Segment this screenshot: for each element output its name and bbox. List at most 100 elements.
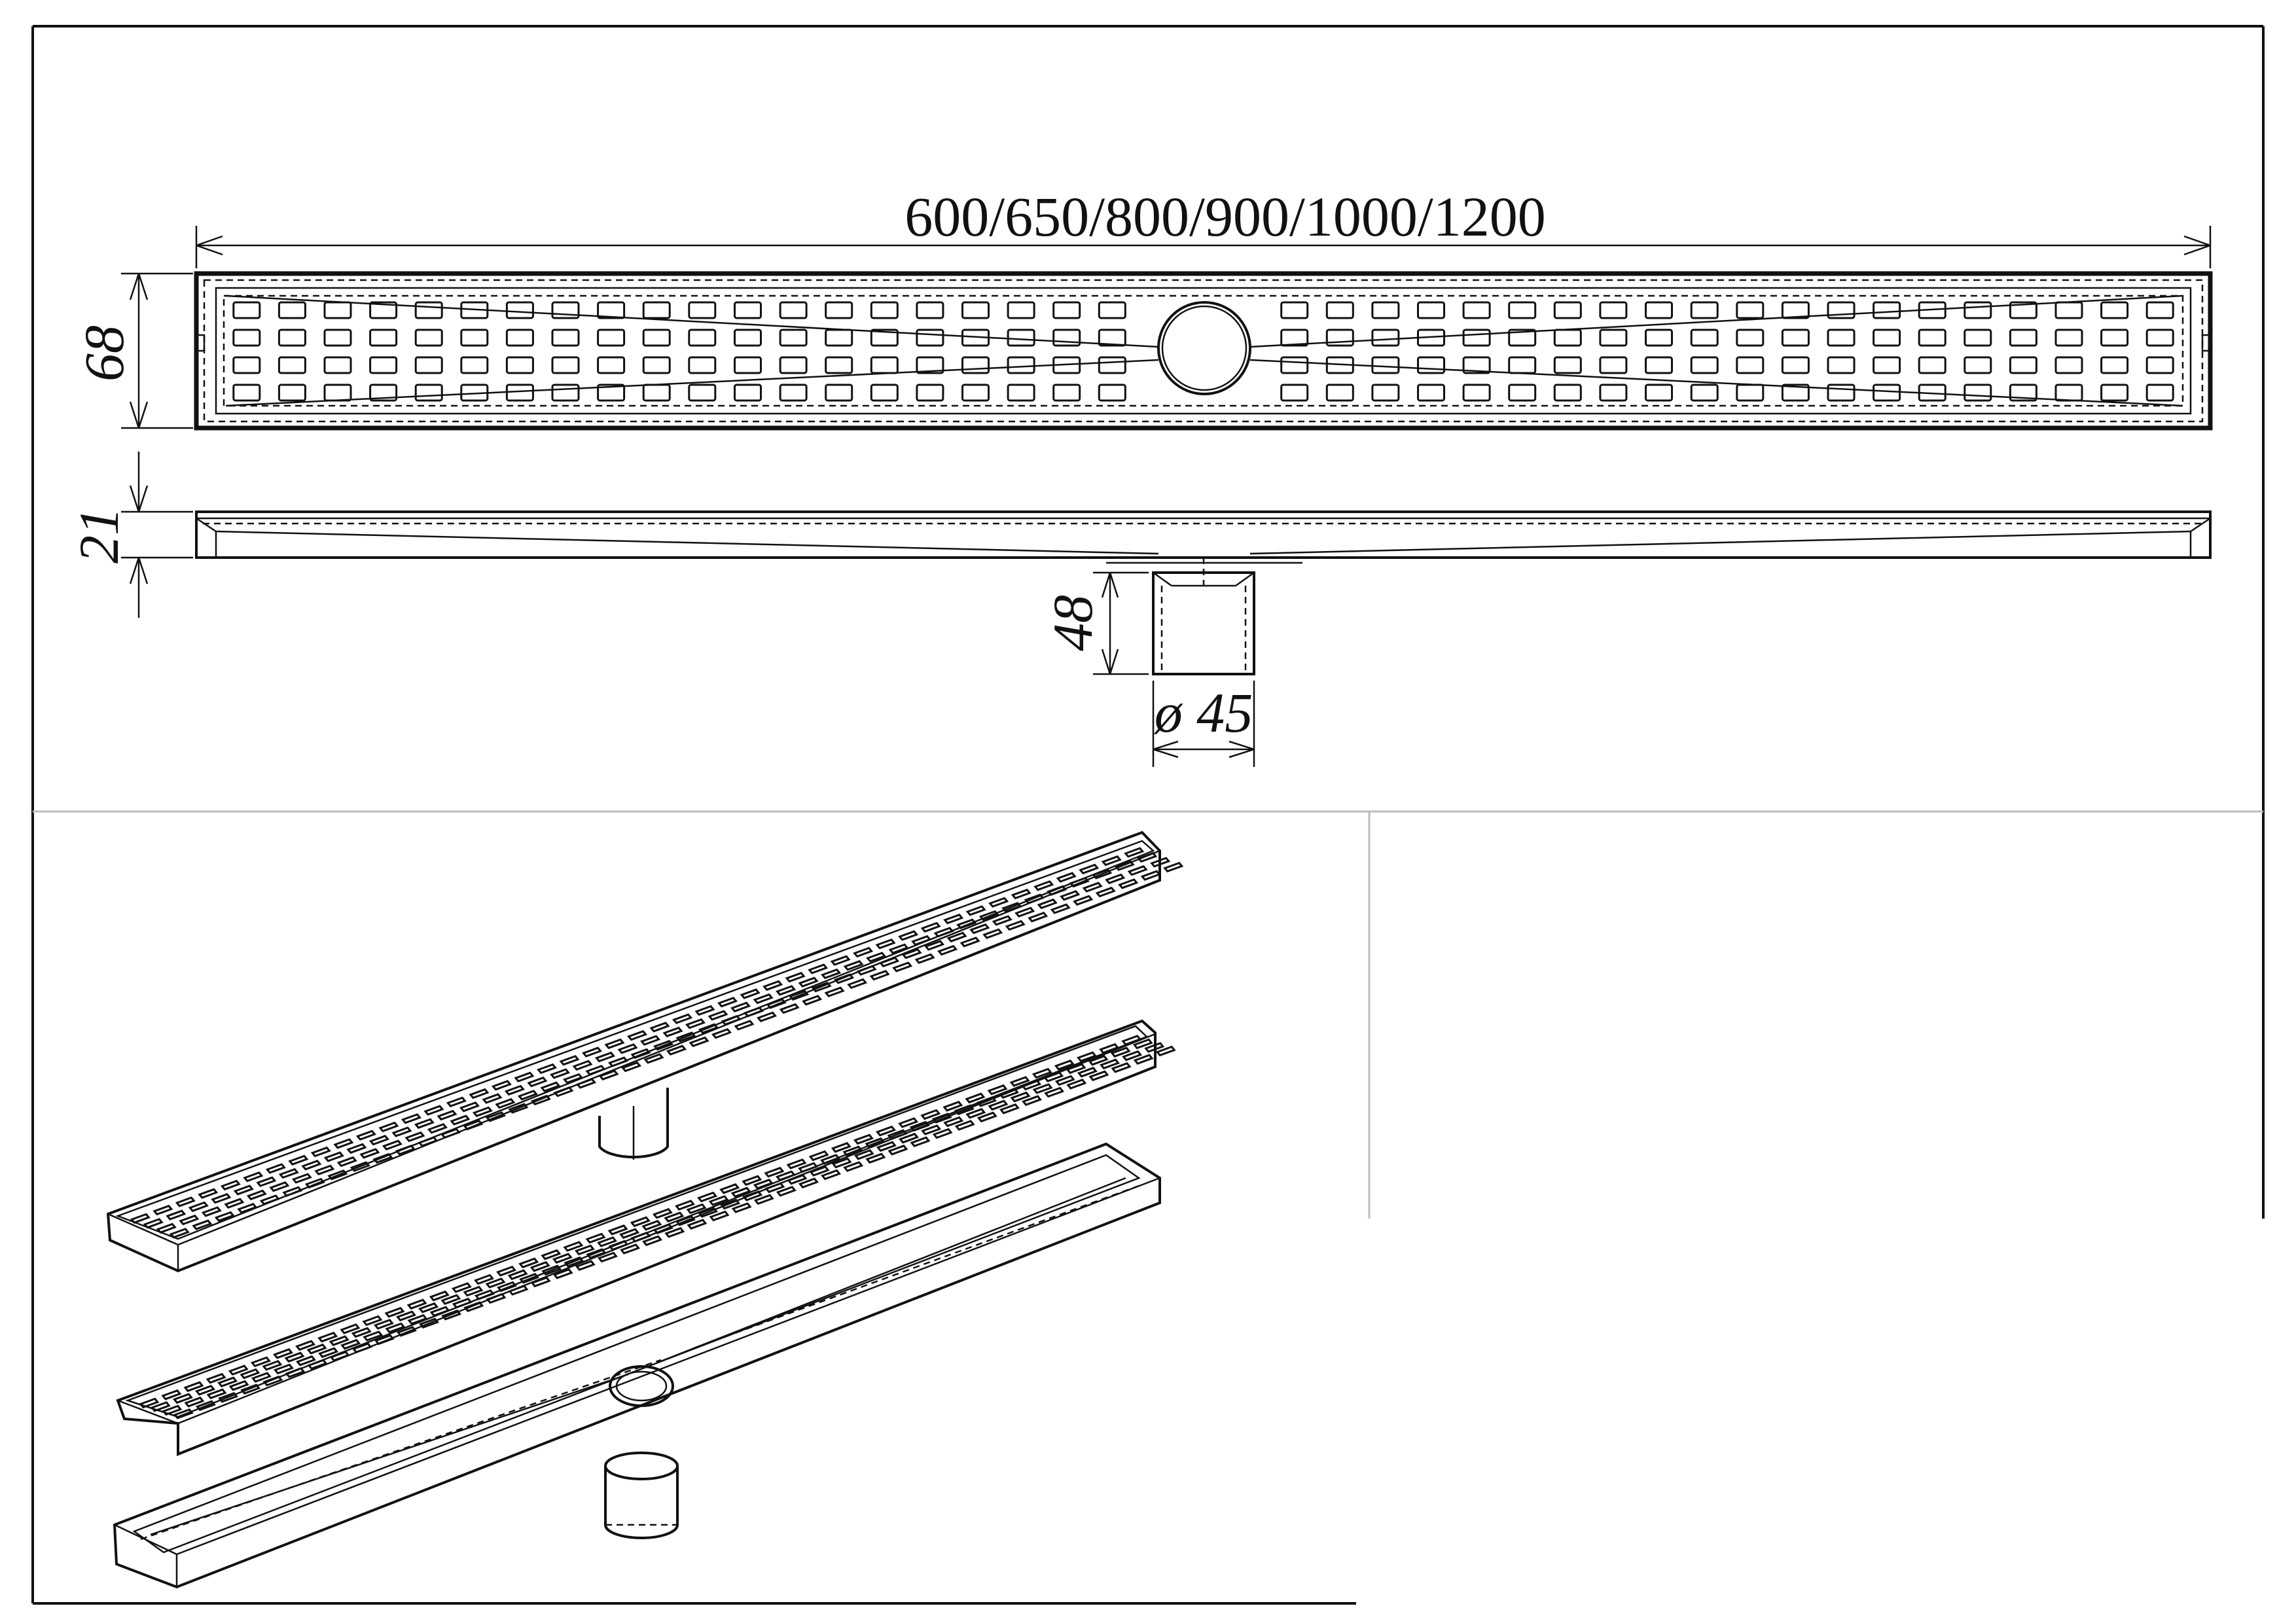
iso-grate-slot (779, 1003, 800, 1014)
iso-grate-slot (301, 1160, 322, 1171)
iso-grate-slot (265, 1163, 286, 1174)
iso-grate-slot (530, 1094, 551, 1106)
iso-grate-slot (626, 1030, 648, 1041)
iso-grate-slot (423, 1105, 444, 1116)
iso-grate-slot (396, 1326, 417, 1337)
iso-grate-slot (374, 1334, 395, 1346)
grate-slot (414, 356, 443, 374)
iso-grate-slot (1101, 855, 1122, 866)
iso-grate-slot (909, 1120, 930, 1132)
iso-grate-slot (585, 1232, 606, 1244)
iso-grate (116, 1019, 1176, 1456)
grate-slot (1508, 301, 1537, 319)
iso-grate-slot (753, 1179, 774, 1190)
grate-slot (1007, 301, 1035, 319)
iso-grate-slot (999, 1088, 1019, 1099)
outlet-circle (1157, 301, 1251, 395)
grate-slot (1873, 329, 1901, 347)
iso-grate-slot (1028, 912, 1049, 923)
iso-grate-slot (463, 1119, 484, 1131)
iso-grate-slot (497, 1281, 517, 1293)
iso-grate-slot (288, 1154, 309, 1166)
grate-slot (1417, 301, 1445, 319)
iso-grate-slot (575, 1260, 596, 1271)
grate-slot (1508, 329, 1537, 347)
iso-grate-slot (666, 1044, 687, 1056)
grate-slot (232, 301, 261, 319)
grate-slot (1553, 329, 1582, 347)
iso-grate-slot (291, 1173, 312, 1184)
iso-grate-slot (1099, 1043, 1120, 1054)
grate-slot (1462, 383, 1491, 402)
iso-grate-slot (206, 1372, 226, 1384)
iso-grate-slot (530, 1276, 551, 1288)
iso-grate-slot (262, 1360, 283, 1371)
grate-slot (1690, 383, 1719, 402)
iso-grate-slot (224, 1198, 245, 1209)
length-dimension: 600/650/800/900/1000/1200 (195, 185, 2212, 268)
iso-grate-slot (414, 1118, 435, 1129)
iso-grate-slot (1005, 919, 1026, 931)
grate-slot (2145, 383, 2174, 402)
iso-grate-slot (1121, 1035, 1142, 1046)
iso-grate-slot (233, 1185, 254, 1196)
iso-grate-slot (427, 1123, 448, 1134)
iso-grate-slot (821, 968, 842, 980)
grate-slot (414, 329, 443, 347)
iso-assembled-drain (106, 830, 1184, 1273)
iso-grate-slot (786, 1158, 807, 1169)
grate-slot (1417, 383, 1445, 402)
iso-grate-slot (518, 1257, 539, 1269)
iso-grate-slot (541, 1264, 562, 1276)
grate-slot (1645, 329, 1673, 347)
iso-grate-slot (876, 1125, 896, 1137)
grate-slot (2054, 383, 2083, 402)
grate-slot (779, 301, 808, 319)
iso-grate-slot (395, 1145, 416, 1156)
iso-grate-slot (689, 1036, 709, 1048)
iso-grate-slots-top (130, 847, 1184, 1239)
grate-slot (688, 356, 717, 374)
iso-grate-slot (808, 963, 829, 974)
grate-slot (505, 356, 534, 374)
iso-grate-slot (206, 1388, 227, 1400)
iso-grate-slot (898, 930, 919, 941)
iso-grate-slot (162, 1404, 183, 1416)
grate-slot (2100, 329, 2129, 347)
grate-slot (1371, 329, 1400, 347)
iso-grate-slot (418, 1302, 439, 1313)
iso-grate-slot (775, 1170, 796, 1181)
iso-grate-slot (459, 1101, 480, 1113)
iso-grate-slot (295, 1340, 316, 1351)
iso-grate-slot (709, 1210, 730, 1222)
iso-grate-slot (742, 1190, 763, 1202)
iso-grate-slot (607, 1224, 628, 1236)
iso-grate-slot (407, 1314, 428, 1325)
iso-grate-slot (802, 995, 823, 1006)
iso-grate-slot (965, 1108, 986, 1119)
iso-grate-slot (327, 1169, 348, 1181)
height-dimension-label: 21 (67, 507, 130, 563)
iso-grate-slot (450, 1115, 471, 1126)
iso-grate-slot (246, 1189, 267, 1201)
grate-slot (779, 329, 808, 347)
iso-grate-slot (192, 1219, 213, 1230)
iso-grate-slot (156, 1222, 177, 1234)
grate-slot (870, 356, 899, 374)
iso-grate-slot (355, 1130, 376, 1141)
grate-slot (551, 383, 580, 402)
iso-grate-slot (865, 1137, 886, 1149)
iso-grate-slot (811, 982, 832, 993)
iso-grate-slot (956, 918, 977, 929)
iso-grate-slot (1140, 870, 1161, 881)
iso-grate-slot (914, 953, 935, 964)
iso-grate-slot (1079, 863, 1100, 875)
grate-slot (2100, 383, 2129, 402)
iso-grate-slot (563, 1241, 584, 1252)
iso-grate-slot (821, 1169, 841, 1181)
grate-slot (734, 301, 762, 319)
iso-grate-slot (1022, 1095, 1042, 1106)
iso-grate-slot (619, 1228, 640, 1240)
iso-grate-slot (340, 1338, 361, 1350)
iso-grate-slot (507, 1269, 528, 1281)
